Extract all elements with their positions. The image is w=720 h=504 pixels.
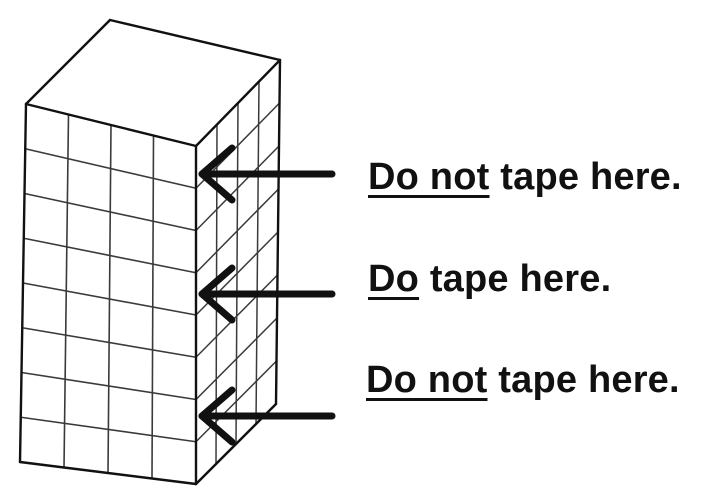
label-emphasis: Do not bbox=[368, 156, 490, 198]
side-grid-horizontal-line bbox=[195, 274, 279, 358]
front-grid-horizontal-line bbox=[21, 326, 197, 359]
label-rest: tape here. bbox=[489, 156, 682, 198]
side-grid-horizontal-line bbox=[195, 317, 278, 401]
arrow-head-lower bbox=[198, 412, 236, 446]
front-grid-horizontal-line bbox=[23, 192, 197, 232]
arrow-head-upper bbox=[198, 264, 236, 298]
label-emphasis: Do not bbox=[366, 359, 488, 401]
label-rest: tape here. bbox=[419, 258, 612, 300]
arrow-head-lower bbox=[198, 290, 236, 324]
front-face-grid bbox=[19, 113, 197, 480]
front-grid-horizontal-line bbox=[19, 416, 197, 443]
arrow-head-upper bbox=[198, 144, 236, 178]
box-edge bbox=[18, 102, 28, 464]
front-grid-horizontal-line bbox=[24, 147, 197, 190]
arrow-head-lower bbox=[198, 170, 236, 204]
arrow-middle bbox=[198, 264, 336, 324]
label-emphasis: Do bbox=[368, 258, 420, 300]
side-grid-horizontal-line bbox=[195, 145, 280, 232]
front-grid-horizontal-line bbox=[22, 237, 197, 274]
box-edge bbox=[194, 58, 282, 148]
box-edge bbox=[108, 18, 282, 62]
box-edge bbox=[18, 460, 198, 486]
box-edge bbox=[274, 58, 282, 406]
side-grid-horizontal-line bbox=[195, 360, 278, 443]
side-grid-horizontal-line bbox=[195, 188, 280, 274]
box-edge bbox=[24, 18, 112, 106]
label-rest: tape here. bbox=[487, 359, 680, 401]
front-grid-horizontal-line bbox=[22, 282, 197, 316]
label-do-not-tape-bottom: Do not tape here. bbox=[366, 359, 680, 402]
arrows bbox=[198, 144, 336, 446]
front-grid-horizontal-line bbox=[20, 371, 197, 401]
arrow-top bbox=[198, 144, 336, 204]
box-edge bbox=[24, 102, 198, 148]
side-face-grid bbox=[195, 80, 281, 465]
label-do-tape-middle: Do tape here. bbox=[368, 258, 611, 301]
arrow-head-upper bbox=[198, 386, 236, 420]
arrow-bottom bbox=[198, 386, 336, 446]
label-do-not-tape-top: Do not tape here. bbox=[368, 156, 682, 199]
